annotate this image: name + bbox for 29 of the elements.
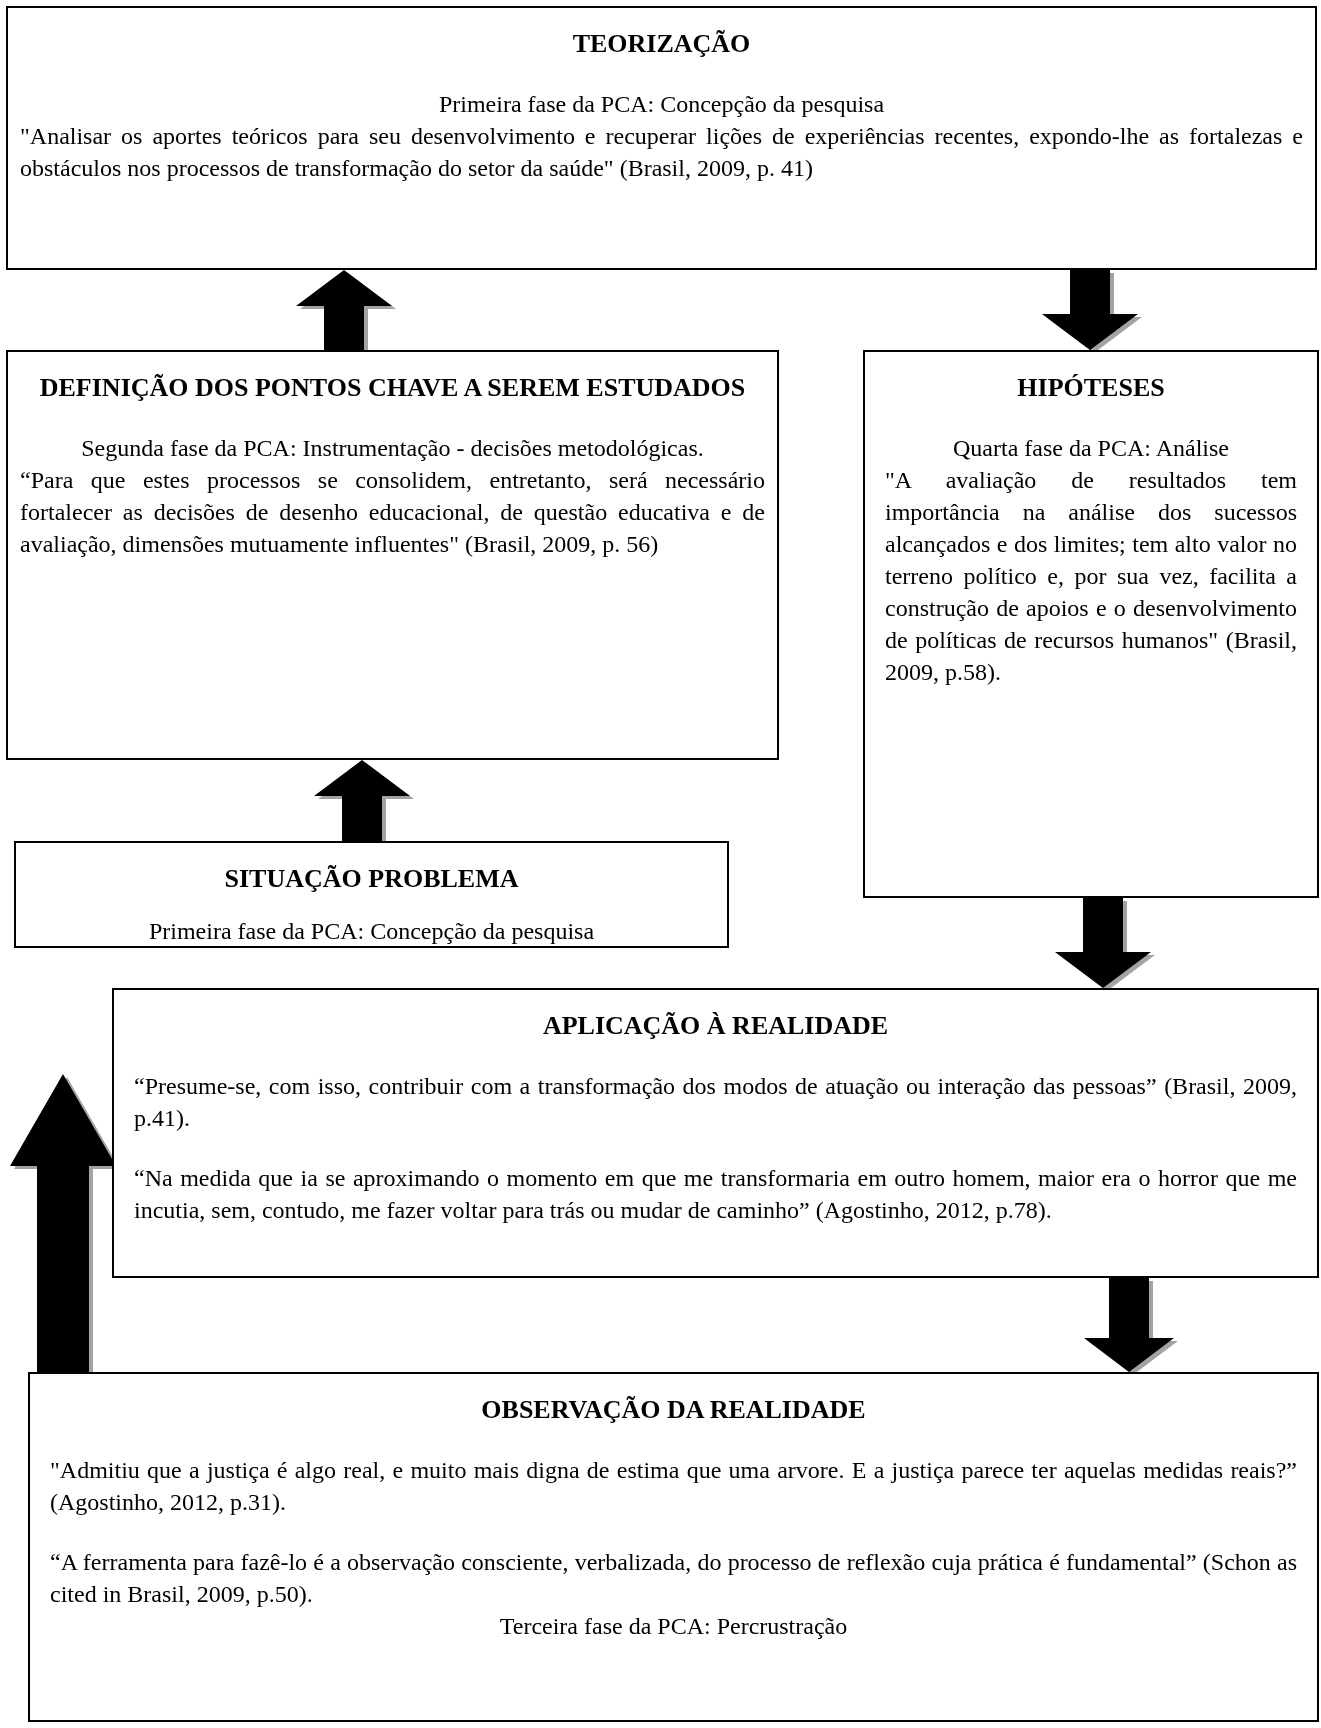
box-heading: SITUAÇÃO PROBLEMA bbox=[223, 863, 520, 895]
box-text: Primeira fase da PCA: Concepção da pesquisa bbox=[437, 90, 886, 119]
block-arrow bbox=[1084, 1278, 1174, 1372]
process-box bbox=[863, 350, 1319, 898]
box-text: “A ferramenta para fazê-lo é a observação consciente, verbalizada, do processo de reflexão cuja prática é fundamental” (Schon as cited in Brasil, 2009, p.50). bbox=[50, 1548, 1297, 1609]
block-arrow bbox=[1055, 898, 1151, 988]
box-text: “Para que estes processos se consolidem, entretanto, será necessário fortalecer as decisões de desenho educacional, de questão educativa e de avaliação, dimensões mutuamente influentes" (Brasil, 2009, p. 56) bbox=[20, 466, 765, 559]
block-arrow bbox=[1042, 270, 1138, 350]
process-box bbox=[6, 350, 779, 760]
box-heading: TEORIZAÇÃO bbox=[571, 28, 752, 60]
box-text: "Analisar os aportes teóricos para seu desenvolvimento e recuperar lições de experiências recentes, expondo-lhe as fortalezas e obstáculos nos processos de transformação do setor da saúde" (Brasil, 2009, p. 41) bbox=[20, 122, 1303, 183]
block-arrow bbox=[314, 760, 410, 841]
box-heading: HIPÓTESES bbox=[1016, 372, 1166, 404]
box-text: Quarta fase da PCA: Análise bbox=[952, 434, 1230, 463]
box-heading: DEFINIÇÃO DOS PONTOS CHAVE A SEREM ESTUDADOS bbox=[38, 372, 747, 404]
box-text: "A avaliação de resultados tem importância na análise dos sucessos alcançados e dos limites; tem alto valor no terreno político e, por sua vez, facilita a construção de apoios e o desenvolvimento de políticas de recursos humanos" (Brasil, 2009, p.58). bbox=[885, 466, 1297, 687]
box-text: “Na medida que ia se aproximando o momento em que me transformaria em outro homem, maior era o horror que me incutia, sem, contudo, me fazer voltar para trás ou mudar de caminho” (Agostinho, 2012, p.78). bbox=[134, 1164, 1297, 1225]
box-heading: OBSERVAÇÃO DA REALIDADE bbox=[480, 1394, 867, 1426]
box-text: “Presume-se, com isso, contribuir com a transformação dos modos de atuação ou interação das pessoas” (Brasil, 2009, p.41). bbox=[134, 1072, 1297, 1133]
process-box bbox=[6, 6, 1317, 270]
box-text: Segunda fase da PCA: Instrumentação - decisões metodológicas. bbox=[80, 434, 705, 463]
box-text: Primeira fase da PCA: Concepção da pesquisa bbox=[147, 917, 596, 946]
box-heading: APLICAÇÃO À REALIDADE bbox=[541, 1010, 890, 1042]
box-text: "Admitiu que a justiça é algo real, e muito mais digna de estima que uma arvore. E a justiça parece ter aquelas medidas reais?” (Agostinho, 2012, p.31). bbox=[50, 1456, 1297, 1517]
block-arrow bbox=[296, 270, 392, 350]
process-box bbox=[112, 988, 1319, 1278]
box-text: Terceira fase da PCA: Percrustração bbox=[498, 1612, 849, 1641]
process-box bbox=[28, 1372, 1319, 1722]
process-box bbox=[14, 841, 729, 948]
